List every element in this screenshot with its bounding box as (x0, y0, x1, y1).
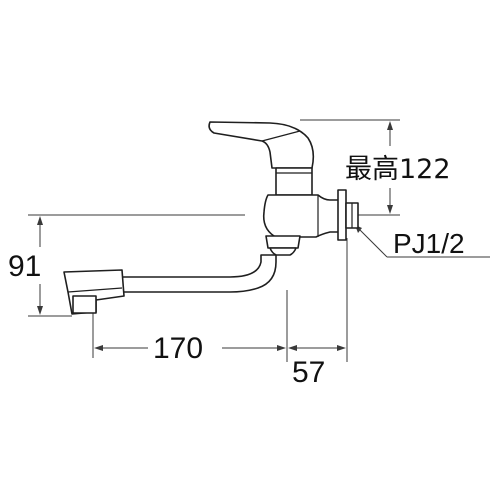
thread-leader: PJ1/2 (355, 225, 490, 259)
arrow-down-right (387, 205, 393, 214)
valve-body (262, 194, 341, 240)
swivel-base (269, 247, 297, 256)
handle-edge (261, 130, 301, 142)
arrow-up-right (387, 121, 393, 130)
arrow-left-170 (94, 345, 103, 351)
thread-label: PJ1/2 (393, 228, 465, 259)
dim-max-height: 最高122 (300, 119, 451, 216)
tip-edge (67, 287, 123, 293)
arrow-right-170 (277, 345, 286, 351)
dim-bottom: 170 57 (92, 238, 348, 389)
spout-pipe (119, 254, 277, 293)
dim-height-91: 91 (8, 214, 245, 317)
arrow-down (37, 306, 43, 315)
faucet-body (63, 121, 359, 315)
lever-handle (208, 121, 315, 169)
leader-diagonal (357, 227, 388, 258)
arrow-left-57 (288, 345, 297, 351)
cartridge-cap (275, 167, 313, 196)
dim-label-max-height: 最高122 (345, 154, 451, 185)
dim-label-57: 57 (292, 356, 325, 389)
dim-label-91: 91 (8, 250, 41, 283)
aerator (72, 295, 97, 314)
swivel-nut (265, 235, 301, 249)
arrow-right-57 (337, 345, 346, 351)
dim-label-170: 170 (153, 332, 203, 365)
arrow-up (37, 216, 43, 225)
wall-flange (337, 189, 347, 241)
